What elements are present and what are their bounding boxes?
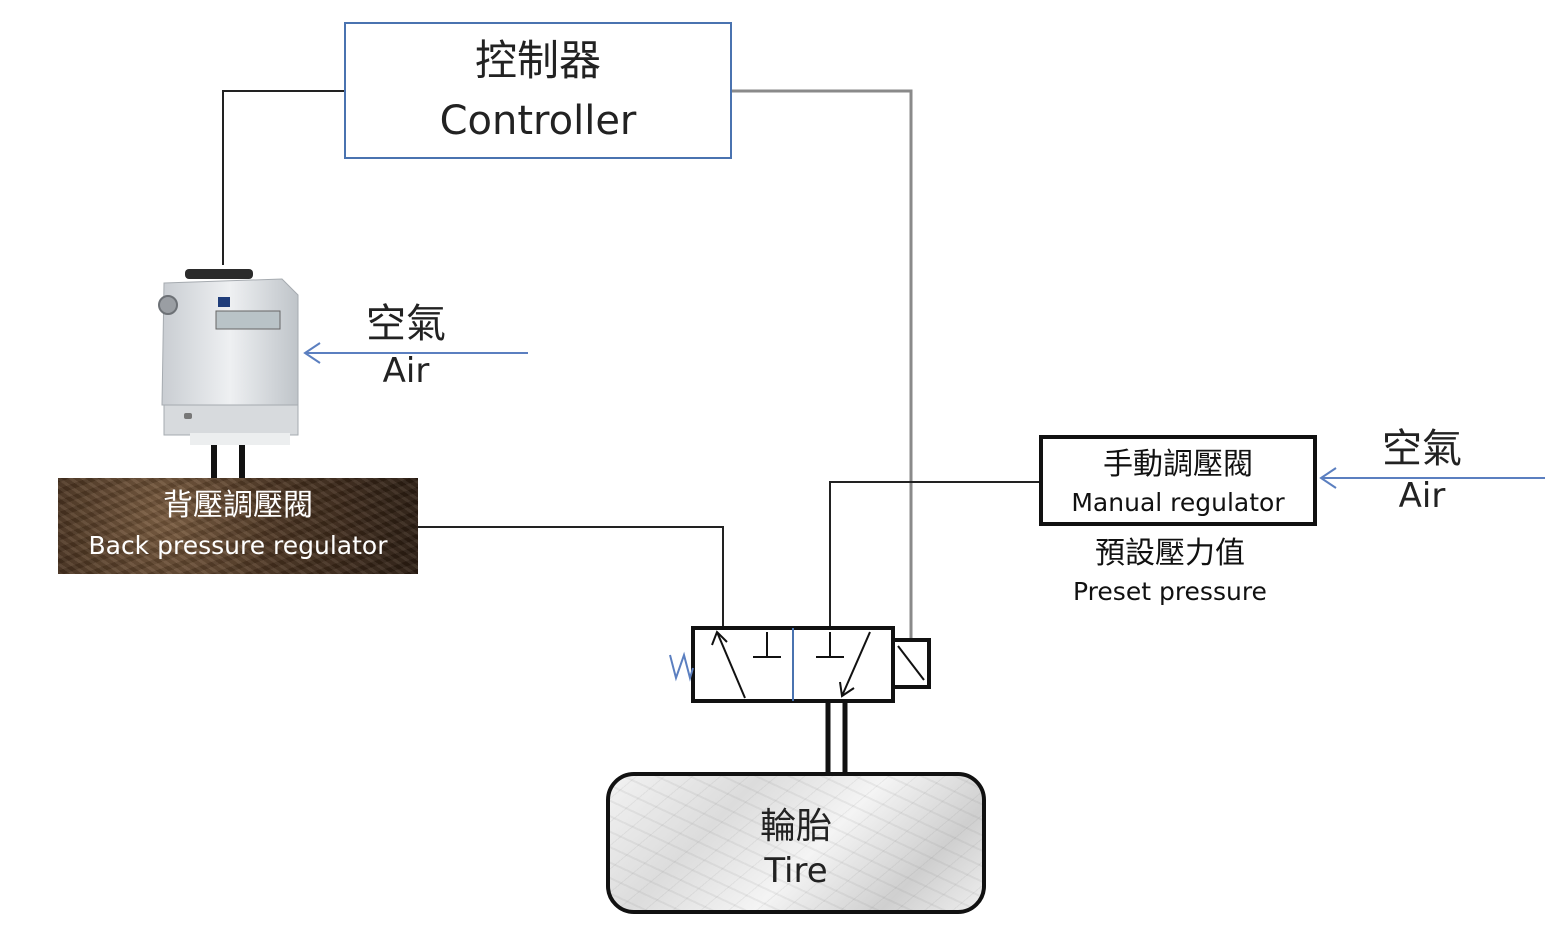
- bpr-label-zh: 背壓調壓閥: [163, 488, 313, 523]
- back-pressure-regulator-box: 背壓調壓閥 Back pressure regulator: [58, 478, 418, 574]
- directional-valve: [669, 626, 931, 703]
- controller-box: 控制器 Controller: [344, 22, 732, 159]
- bpr-label-en: Back pressure regulator: [88, 531, 388, 560]
- manual-to-valve-line: [829, 481, 1039, 628]
- bpr-to-valve-line: [418, 526, 724, 628]
- air-right-label-en: Air: [1398, 476, 1446, 516]
- tire-label-zh: 輪胎: [759, 806, 832, 847]
- manual-label-zh: 手動調壓閥: [1103, 447, 1253, 482]
- controller-label-zh: 控制器: [474, 36, 601, 85]
- pressure-regulator-device-image: [158, 269, 299, 445]
- controller-to-solenoid-wire: [732, 89, 913, 640]
- manual-label-en: Manual regulator: [1071, 488, 1285, 517]
- air-arrow-left-head: [303, 342, 321, 364]
- tire-box: 輪胎 Tire: [606, 772, 986, 914]
- air-inlet-left: 空氣 Air: [346, 300, 466, 392]
- controller-to-device-wire: [222, 90, 344, 265]
- air-right-label-zh: 空氣: [1382, 426, 1462, 472]
- air-left-label-zh: 空氣: [366, 301, 446, 347]
- preset-label-en: Preset pressure: [1073, 577, 1267, 606]
- air-left-label-en: Air: [382, 351, 430, 391]
- controller-label-en: Controller: [439, 98, 637, 144]
- manual-regulator-box: 手動調壓閥 Manual regulator: [1039, 435, 1317, 526]
- air-inlet-right: 空氣 Air: [1362, 425, 1482, 517]
- tire-label-en: Tire: [764, 851, 828, 891]
- preset-pressure-label: 預設壓力值 Preset pressure: [1040, 536, 1300, 608]
- air-arrow-right-head: [1319, 467, 1337, 489]
- preset-label-zh: 預設壓力值: [1095, 536, 1245, 571]
